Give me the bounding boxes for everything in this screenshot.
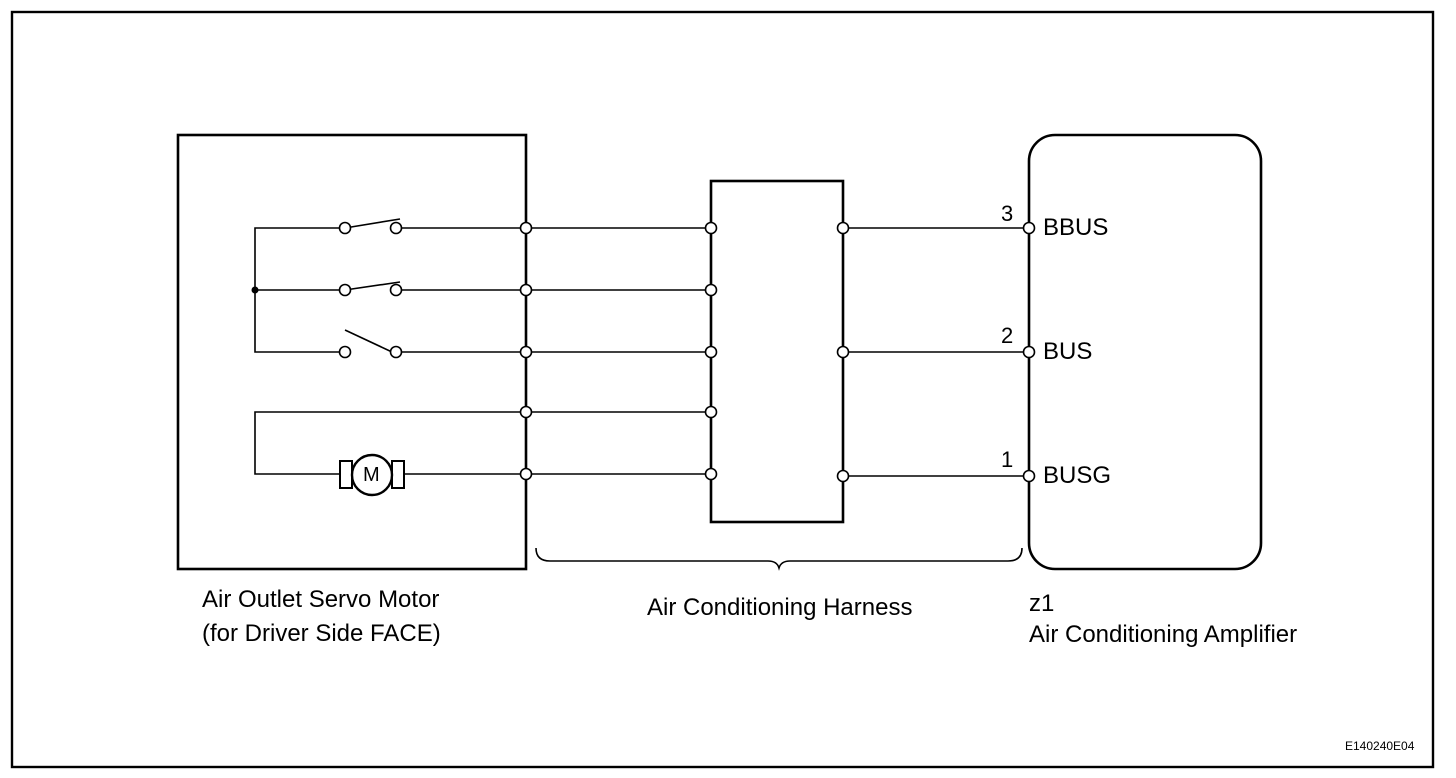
harness-connector-box — [709, 179, 845, 524]
switch-circuits — [251, 218, 522, 359]
amplifier-label: Air Conditioning Amplifier — [1029, 621, 1298, 648]
harness-wires-left — [526, 227, 711, 475]
signal-bbus: BBUS — [1043, 214, 1109, 241]
servo-motor-label-line2: (for Driver Side FACE) — [202, 620, 441, 647]
pin-number-3: 3 — [1001, 201, 1014, 226]
pin-number-1: 1 — [1001, 447, 1014, 472]
signal-bus: BUS — [1043, 338, 1093, 365]
connector-terminals — [519, 221, 1036, 483]
harness-wires-right — [843, 227, 1029, 477]
figure-code: E140240E04 — [1345, 739, 1415, 753]
signal-busg: BUSG — [1043, 462, 1112, 489]
servo-motor-label-line1: Air Outlet Servo Motor — [202, 586, 440, 613]
amplifier-connector-code: z1 — [1029, 590, 1055, 617]
motor-circuit — [254, 411, 522, 497]
pin-number-2: 2 — [1001, 323, 1014, 348]
harness-brace — [535, 547, 1023, 571]
figure-frame — [10, 10, 1435, 769]
harness-label: Air Conditioning Harness — [647, 594, 913, 621]
motor-symbol-label: M — [363, 464, 380, 486]
motor-symbol-icon — [350, 453, 394, 497]
